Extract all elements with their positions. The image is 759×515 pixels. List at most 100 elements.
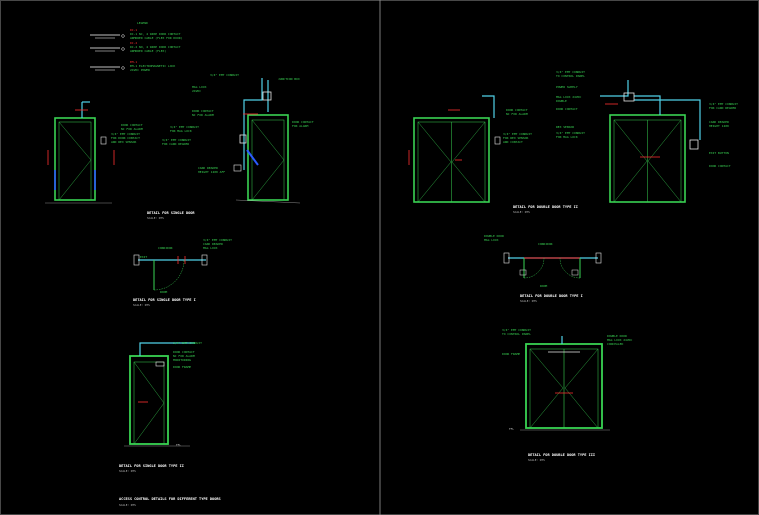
svg-text:TO CONTROL PANEL: TO CONTROL PANEL: [556, 74, 585, 78]
svg-text:NC FOR ALARM: NC FOR ALARM: [506, 112, 528, 116]
svg-text:CARD READER: CARD READER: [198, 166, 218, 170]
svg-text:FOR DOOR CONTACT: FOR DOOR CONTACT: [111, 136, 140, 140]
svg-text:DC-1 NC, 4 WIRE DOOR CONTACT: DC-1 NC, 4 WIRE DOOR CONTACT: [130, 32, 181, 36]
svg-text:MAG LOCK: MAG LOCK: [192, 85, 207, 89]
svg-text:FFL: FFL: [176, 443, 181, 447]
svg-text:JUNCTION BOX: JUNCTION BOX: [278, 77, 300, 81]
svg-text:MAG LOCK: MAG LOCK: [484, 238, 499, 242]
svg-text:DOOR FRAME: DOOR FRAME: [502, 352, 520, 356]
svg-text:3/4" EMT CONDUIT: 3/4" EMT CONDUIT: [556, 70, 585, 74]
sheet-title-scale: SCALE: NTS: [119, 503, 136, 507]
detail-double-door-type-1: DOUBLE DOOR MAG LOCK CORRIDOR ROOM DETAI…: [484, 234, 602, 303]
detail-2-scale: SCALE: NTS: [513, 210, 530, 214]
detail-4-scale: SCALE: NTS: [520, 299, 537, 303]
single-door-elevation-a: 3/4" EMT CONDUIT FOR DOOR CONTACT AND RE…: [45, 101, 143, 204]
detail-1-scale: SCALE: NTS: [147, 216, 164, 220]
detail-double-door-type-3: 3/4" EMT CONDUIT TO CONTROL PANEL DOOR F…: [502, 328, 632, 462]
svg-text:CORRIDOR: CORRIDOR: [158, 246, 173, 250]
svg-text:MONITORING: MONITORING: [173, 358, 191, 362]
svg-text:DOUBLE DOOR: DOUBLE DOOR: [484, 234, 504, 238]
svg-text:FOR CARD READER: FOR CARD READER: [162, 142, 189, 146]
svg-text:DOOR CONTACT: DOOR CONTACT: [192, 109, 214, 113]
svg-text:AND CONTACT: AND CONTACT: [503, 140, 523, 144]
svg-text:MAG LOCK 24VDC: MAG LOCK 24VDC: [556, 95, 581, 99]
svg-text:MAG LOCK: MAG LOCK: [203, 246, 218, 250]
sheet-title: ACCESS CONTROL DETAILS FOR DIFFERENT TYP…: [119, 497, 221, 501]
svg-text:CARD READER: CARD READER: [709, 120, 729, 124]
svg-text:REX SENSOR: REX SENSOR: [556, 125, 574, 129]
svg-text:NC FOR ALARM: NC FOR ALARM: [192, 113, 214, 117]
svg-text:24VDC: 24VDC: [192, 89, 201, 93]
svg-text:EXIT: EXIT: [140, 255, 147, 259]
svg-text:DC-1: DC-1: [130, 28, 137, 32]
svg-text:3/4" EMT CONDUIT: 3/4" EMT CONDUIT: [173, 341, 202, 345]
svg-text:TO CONTROL PANEL: TO CONTROL PANEL: [502, 332, 531, 336]
svg-text:3/4" EMT CONDUIT: 3/4" EMT CONDUIT: [210, 73, 239, 77]
legend-item-2: DC-2 DC-2 NO, 4 WIRE DOOR CONTACT ARMORE…: [90, 41, 181, 53]
detail-6-scale: SCALE: NTS: [528, 458, 545, 462]
svg-text:DOUBLE: DOUBLE: [556, 99, 567, 103]
svg-text:NC FOR ALARM: NC FOR ALARM: [121, 127, 143, 131]
detail-single-door-type-2: 3/4" EMT CONDUIT DOOR CONTACT NC FOR ALA…: [119, 341, 202, 473]
svg-text:FOR REX SENSOR: FOR REX SENSOR: [503, 136, 528, 140]
svg-text:DC-2: DC-2: [130, 41, 137, 45]
svg-text:EXIT BUTTON: EXIT BUTTON: [709, 151, 729, 155]
svg-text:FFL: FFL: [509, 427, 514, 431]
svg-text:DOOR CONTACT: DOOR CONTACT: [709, 164, 731, 168]
detail-double-door-type-2: DOOR CONTACT NC FOR ALARM 3/4" EMT CONDU…: [408, 70, 738, 214]
svg-text:3/4" EMT CONDUIT: 3/4" EMT CONDUIT: [170, 125, 199, 129]
svg-text:DOOR FRAME: DOOR FRAME: [173, 365, 191, 369]
svg-text:FOR MAG LOCK: FOR MAG LOCK: [556, 135, 578, 139]
detail-3-scale: SCALE: NTS: [133, 303, 150, 307]
svg-text:3/4" EMT CONDUIT: 3/4" EMT CONDUIT: [162, 138, 191, 142]
legend-item-1: DC-1 DC-1 NC, 4 WIRE DOOR CONTACT ARMORE…: [90, 28, 183, 40]
svg-text:DOOR CONTACT: DOOR CONTACT: [506, 108, 528, 112]
legend-heading: LEGEND: [137, 21, 148, 25]
detail-single-door-type-1: CORRIDOR ROOM 3/4" EMT CONDUIT CARD READ…: [133, 238, 232, 307]
svg-text:DOOR CONTACT: DOOR CONTACT: [121, 123, 143, 127]
svg-text:3/4" EMT CONDUIT: 3/4" EMT CONDUIT: [556, 131, 585, 135]
svg-text:3/4" EMT CONDUIT: 3/4" EMT CONDUIT: [203, 238, 232, 242]
svg-text:ROOM: ROOM: [160, 290, 167, 294]
legend: LEGEND DC-1 DC-1 NC, 4 WIRE DOOR CONTACT…: [90, 21, 183, 72]
detail-5-title: DETAIL FOR SINGLE DOOR TYPE II: [119, 464, 184, 468]
svg-text:3/4" EMT CONDUIT: 3/4" EMT CONDUIT: [709, 102, 738, 106]
svg-text:CARD READER: CARD READER: [203, 242, 223, 246]
svg-text:DC-2 NO, 4 WIRE DOOR CONTACT: DC-2 NO, 4 WIRE DOOR CONTACT: [130, 45, 181, 49]
detail-single-door: 3/4" EMT CONDUIT FOR DOOR CONTACT AND RE…: [45, 73, 314, 220]
double-door-elevation-b: 3/4" EMT CONDUIT TO CONTROL PANEL POWER …: [556, 70, 738, 203]
svg-text:FOR MAG LOCK: FOR MAG LOCK: [170, 129, 192, 133]
svg-text:POWER SUPPLY: POWER SUPPLY: [556, 85, 578, 89]
svg-text:FOR CARD READER: FOR CARD READER: [709, 106, 736, 110]
svg-text:ARMORED CABLE (FLEX FOR DOOR): ARMORED CABLE (FLEX FOR DOOR): [130, 36, 183, 40]
svg-text:ARMORED CABLE (FLEX): ARMORED CABLE (FLEX): [130, 49, 166, 53]
single-door-elevation-b: MAG LOCK 24VDC DOOR CONTACT NC FOR ALARM…: [162, 73, 314, 204]
svg-text:DOOR CONTACT: DOOR CONTACT: [173, 350, 195, 354]
svg-text:CORRIDOR: CORRIDOR: [538, 242, 553, 246]
svg-text:24VDC POWER: 24VDC POWER: [130, 68, 150, 72]
detail-3-title: DETAIL FOR SINGLE DOOR TYPE I: [133, 298, 196, 302]
detail-5-scale: SCALE: NTS: [119, 469, 136, 473]
detail-4-title: DETAIL FOR DOUBLE DOOR TYPE I: [520, 294, 583, 298]
legend-item-3: EM-1 EM-1 ELECTROMAGNETIC LOCK 24VDC POW…: [90, 60, 175, 72]
svg-text:DOOR CONTACT: DOOR CONTACT: [292, 120, 314, 124]
svg-text:NC FOR ALARM: NC FOR ALARM: [173, 354, 195, 358]
detail-1-title: DETAIL FOR SINGLE DOOR: [147, 211, 195, 215]
detail-6-title: DETAIL FOR DOUBLE DOOR TYPE III: [528, 453, 595, 457]
svg-text:HEIGHT 1200 AFF: HEIGHT 1200 AFF: [198, 170, 225, 174]
svg-text:AND REX SENSOR: AND REX SENSOR: [111, 140, 136, 144]
svg-text:3/4" EMT CONDUIT: 3/4" EMT CONDUIT: [502, 328, 531, 332]
double-door-elevation-a: DOOR CONTACT NC FOR ALARM 3/4" EMT CONDU…: [408, 95, 532, 203]
svg-text:EM-1: EM-1: [130, 60, 137, 64]
svg-text:MAG LOCK 24VDC: MAG LOCK 24VDC: [607, 338, 632, 342]
svg-text:FOR ALARM: FOR ALARM: [292, 124, 308, 128]
svg-text:3/4" EMT CONDUIT: 3/4" EMT CONDUIT: [111, 132, 140, 136]
svg-text:3/4" EMT CONDUIT: 3/4" EMT CONDUIT: [503, 132, 532, 136]
svg-text:CONCEALED: CONCEALED: [607, 342, 623, 346]
detail-2-title: DETAIL FOR DOUBLE DOOR TYPE II: [513, 205, 578, 209]
svg-text:EM-1 ELECTROMAGNETIC LOCK: EM-1 ELECTROMAGNETIC LOCK: [130, 64, 175, 68]
svg-text:ROOM: ROOM: [540, 284, 547, 288]
svg-text:DOUBLE DOOR: DOUBLE DOOR: [607, 334, 627, 338]
